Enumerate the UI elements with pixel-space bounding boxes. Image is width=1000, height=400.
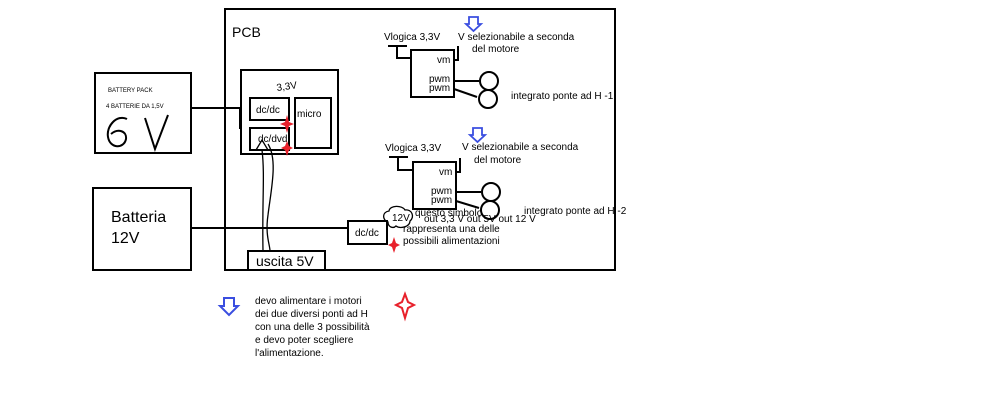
pcb-frame (224, 8, 616, 271)
hbridge2-label: integrato ponte ad H -2 (524, 206, 627, 217)
cloud-label: 12V (392, 213, 410, 224)
legend-line1: devo alimentare i motori (255, 296, 362, 307)
cloud-symbol (382, 205, 414, 229)
hbridge1-pwm2: pwm (429, 83, 450, 94)
battery-12v-line1: Batteria (111, 209, 166, 226)
micro-label: micro (297, 109, 322, 120)
hbridge2-vlogica-wire (389, 156, 413, 171)
blue-down-arrow-icon (463, 16, 484, 33)
hbridge1-vm-wire (454, 46, 459, 61)
motor-icon (481, 182, 501, 202)
pcb-label: PCB (232, 24, 261, 40)
red-star-icon (393, 291, 417, 322)
hbridge2-vm: vm (439, 167, 452, 178)
battery-pack-subtitle: 4 BATTERIE DA 1,5V (106, 104, 164, 110)
cloud-note-line3: possibili alimentazioni (403, 236, 500, 247)
hbridge2-pwm2: pwm (431, 195, 452, 206)
cloud-note-line1: questo simbolo (415, 208, 483, 219)
dcdc-bottom-label: dc/dvd (258, 134, 287, 145)
red-star-icon (280, 115, 294, 133)
battery-pack-box (94, 72, 192, 154)
red-star-icon (388, 237, 400, 253)
handwritten-6v (106, 114, 169, 153)
board-voltage-note: 3,3V (276, 80, 298, 94)
hbridge2-vsel-line1: V selezionabile a seconda (462, 142, 579, 153)
motor-icon (479, 71, 499, 91)
hbridge2-chip (412, 161, 457, 210)
motor-icon (480, 200, 500, 220)
micro-box (294, 97, 332, 149)
hbridge2-vsel-line2: del motore (474, 155, 522, 166)
hbridge2-vlogica: Vlogica 3,3V (385, 143, 441, 154)
uscita-5v-label: uscita 5V (256, 253, 314, 269)
dcdc-12-label: dc/dc (355, 228, 379, 239)
legend-line2: dei due diversi ponti ad H (255, 309, 368, 320)
red-star-icon (281, 141, 293, 156)
dcdc-12-box (347, 220, 388, 245)
hbridge1-vm: vm (437, 55, 450, 66)
uscita-wire (266, 143, 274, 252)
dcdc-top-label: dc/dc (256, 105, 280, 116)
hbridge2-pwm1: pwm (431, 186, 452, 197)
battery-12v-box (92, 187, 192, 271)
hbridge2-motor-wires (455, 191, 481, 209)
motor-icon (478, 89, 498, 109)
hbridge1-chip (410, 49, 455, 98)
hbridge2-vm-wire (456, 158, 461, 173)
battery-pack-title: BATTERY PACK (108, 88, 153, 94)
cloud-note-line1b: out 3,3 V out 5V out 12 V (424, 214, 536, 225)
hbridge1-motor-wires (453, 80, 479, 98)
hbridge1-vsel-line1: V selezionabile a seconda (458, 32, 575, 43)
blue-down-arrow-icon (217, 297, 241, 317)
hbridge1-vlogica: Vlogica 3,3V (384, 32, 440, 43)
blue-down-arrow-icon (467, 127, 488, 144)
dcdc-top-box (249, 97, 290, 121)
legend-line3: con una delle 3 possibilità (255, 322, 370, 333)
legend-line4: e devo poter scegliere (255, 335, 354, 346)
hbridge1-vlogica-wire (388, 45, 411, 59)
hbridge1-label: integrato ponte ad H -1 (511, 91, 614, 102)
hbridge1-pwm1: pwm (429, 74, 450, 85)
legend-line5: l'alimentazione. (255, 348, 324, 359)
hbridge1-vsel-line2: del motore (472, 44, 520, 55)
battery-12v-line2: 12V (111, 230, 140, 247)
uscita-wire-2 (261, 149, 265, 252)
cloud-note-line2: rappresenta una delle (403, 224, 500, 235)
uscita-5v-box (247, 250, 326, 271)
